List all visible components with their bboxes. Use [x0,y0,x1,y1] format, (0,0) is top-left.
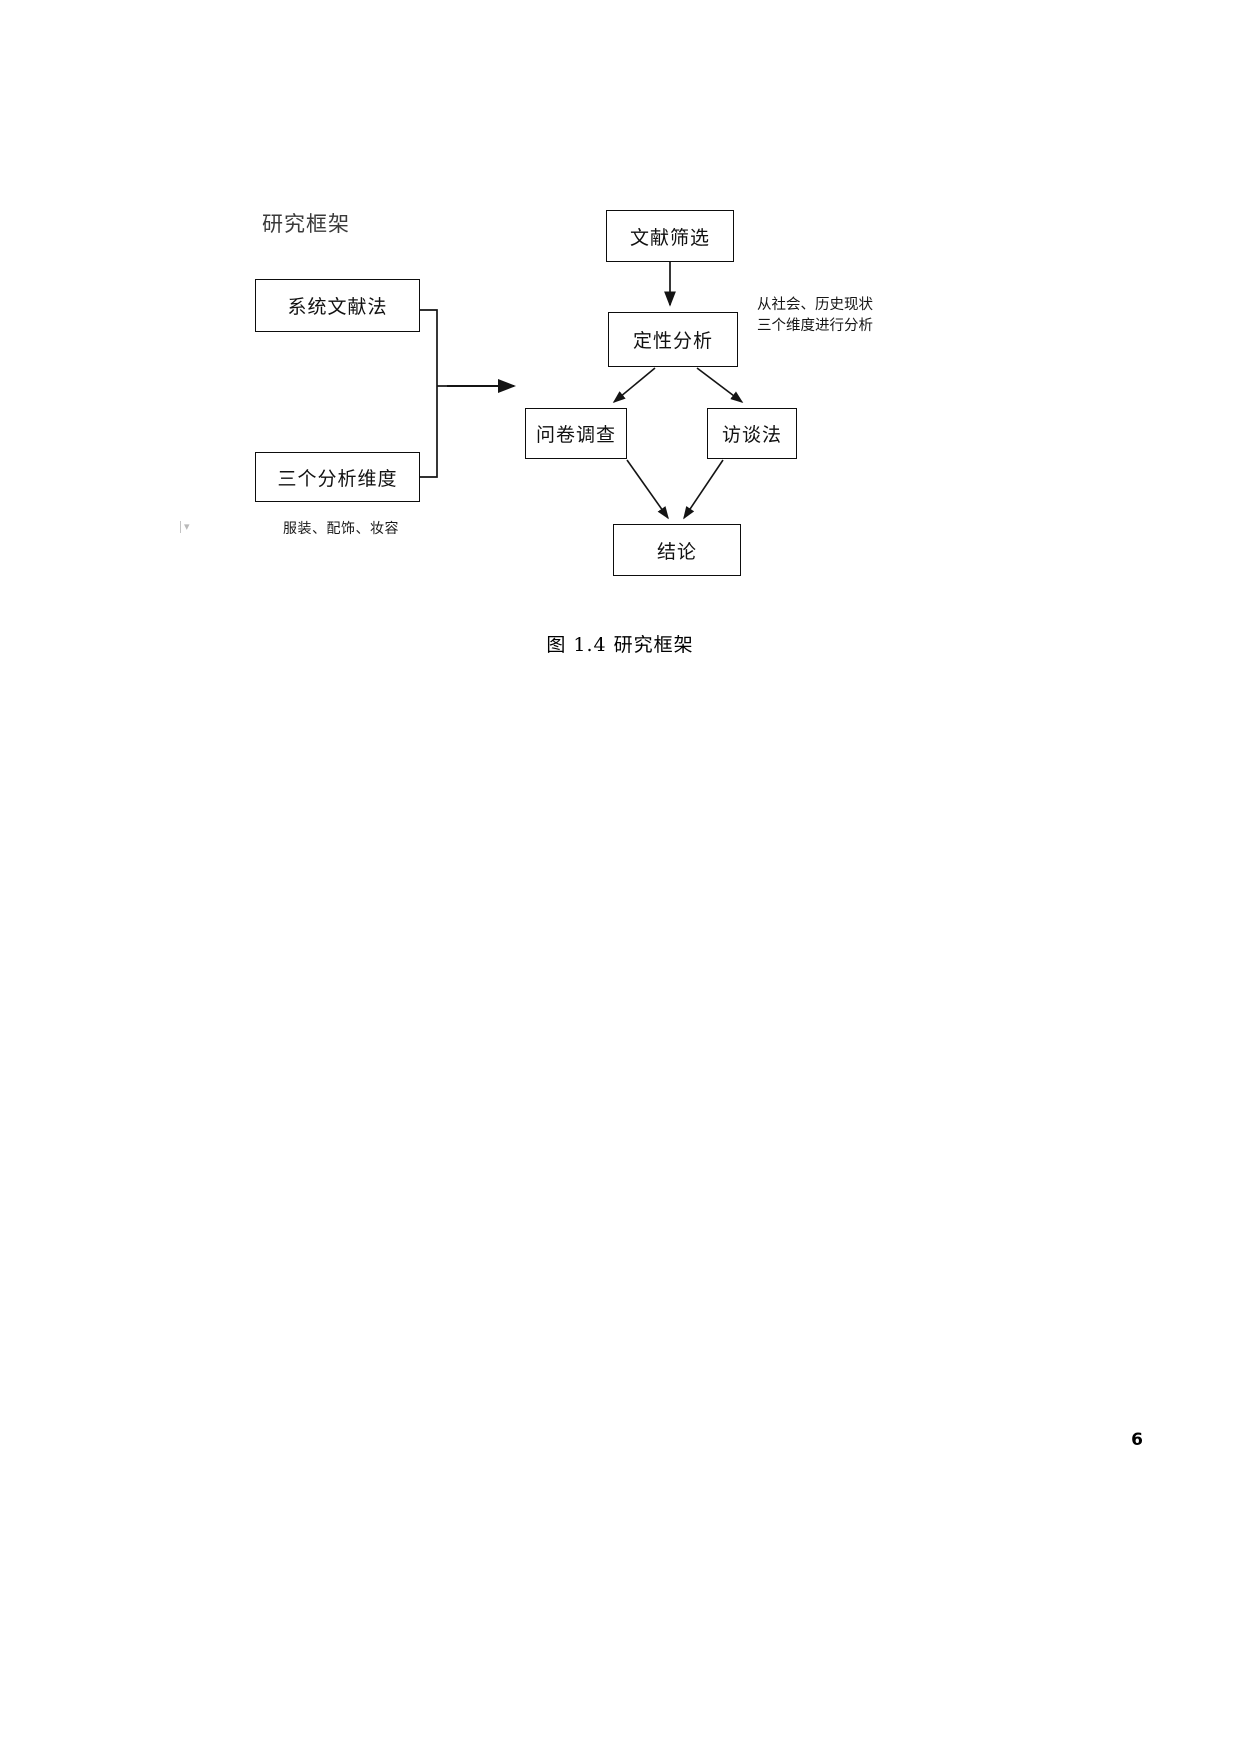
node-three-analysis-dimensions: 三个分析维度 [255,452,420,502]
page-number: 6 [1131,1430,1143,1450]
node-interview-method: 访谈法 [707,408,797,459]
node-systematic-literature-method: 系统文献法 [255,279,420,332]
connector-qualitative-to-questionnaire [612,367,656,404]
node-label: 文献筛选 [629,226,710,249]
stray-caret-artifact: ▾ [180,520,198,534]
node-literature-screening: 文献筛选 [606,210,734,262]
node-label: 三个分析维度 [277,467,398,490]
connector-qualitative-to-interview [696,367,744,403]
node-conclusion: 结论 [613,524,741,576]
node-label: 问卷调查 [535,424,616,446]
research-framework-figure: 研究框架 系统文献法 三个分析维度 服装、配饰、妆容 ▾ 文献筛选 定性分析 问… [0,0,1240,640]
connector-interview-to-conclusion [683,459,724,520]
connector-left-bracket [420,309,516,478]
caret-glyph: ▾ [184,520,190,533]
node-qualitative-analysis: 定性分析 [608,312,738,367]
node-label: 访谈法 [721,424,782,446]
figure-caption: 图 1.4 研究框架 [546,634,694,656]
node-questionnaire-survey: 问卷调查 [525,408,627,459]
node-label: 结论 [656,540,697,563]
node-label: 定性分析 [632,330,713,352]
three-dimensions-note: 服装、配饰、妆容 [283,521,399,537]
figure-heading: 研究框架 [262,212,350,236]
connector-questionnaire-to-conclusion [626,459,669,520]
qualitative-analysis-annotation: 从社会、历史现状三个维度进行分析 [757,297,873,334]
node-label: 系统文献法 [287,296,388,318]
